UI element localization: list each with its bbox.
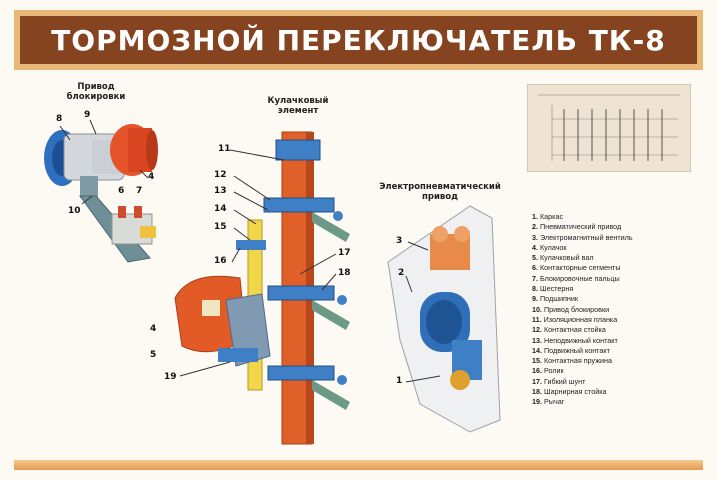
legend-item: 9. Подшипник [532,294,579,304]
callout-number: 15 [214,222,227,232]
callout-number: 4 [148,172,155,182]
cam-element-illustration [174,131,350,445]
legend-item: 4. Кулачок [532,242,567,252]
callout-number: 14 [214,204,227,214]
label-electropneumatic-drive: Электропневматический привод [370,182,510,202]
callout-number: 9 [84,110,91,120]
title-banner: ТОРМОЗНОЙ ПЕРЕКЛЮЧАТЕЛЬ ТК-8 [20,16,697,64]
legend-item: 15. Контактная пружина [532,356,613,366]
callout-number: 7 [136,186,143,196]
legend-item: 10. Привод блокировки [532,304,610,314]
legend-item: 16. Ролик [532,366,564,376]
legend-item: 1. Каркас [532,212,564,221]
callout-number: 4 [150,324,157,334]
callout-number: 19 [164,372,177,382]
label-cam-element-line2: элемент [277,106,319,116]
callout-number: 17 [338,248,351,258]
legend-item: 13. Неподвижный контакт [532,335,618,345]
legend-item: 18. Шарнирная стойка [532,387,607,397]
legend-item: 11. Изоляционная планка [532,314,618,324]
electropneumatic-drive-illustration [387,205,501,433]
callout-number: 8 [56,114,63,124]
legend-item: 5. Кулачковый вал [532,253,594,263]
callout-number: 6 [118,186,125,196]
label-interlock-drive: Привод блокировки [56,82,136,102]
callout-number: 13 [214,186,227,196]
legend-item: 2. Пневматический привод [532,222,622,232]
callout-number: 1 [396,376,403,386]
title-frame: ТОРМОЗНОЙ ПЕРЕКЛЮЧАТЕЛЬ ТК-8 [14,10,703,70]
label-electropneumatic-drive-line2: привод [422,192,458,202]
legend-item: 19. Рычаг [532,397,565,407]
legend-item: 17. Гибкий шунт [532,376,586,386]
callout-number: 10 [68,206,81,216]
label-electropneumatic-drive-line1: Электропневматический [379,182,501,192]
interlock-drive-illustration [44,119,158,263]
legend-item: 12. Контактная стойка [532,325,606,335]
legend-item: 6. Контакторные сегменты [532,263,621,273]
bottom-frame-bar [14,460,703,470]
label-interlock-drive-line2: блокировки [66,92,126,102]
callout-number: 11 [218,144,231,154]
switching-diagram-inset [527,84,691,172]
label-cam-element: Кулачковый элемент [258,96,338,116]
callout-number: 3 [396,236,403,246]
poster-title: ТОРМОЗНОЙ ПЕРЕКЛЮЧАТЕЛЬ ТК-8 [51,23,666,57]
legend-item: 8. Шестерня [532,284,574,294]
label-interlock-drive-line1: Привод [77,82,115,92]
legend-item: 14. Подвижный контакт [532,345,610,355]
callout-number: 2 [398,268,405,278]
legend-item: 7. Блокировочные пальцы [532,273,620,283]
callout-number: 5 [150,350,157,360]
legend-item: 3. Электромагнитный вентиль [532,232,633,242]
callout-number: 12 [214,170,227,180]
label-cam-element-line1: Кулачковый [267,96,329,106]
callout-number: 18 [338,268,351,278]
switching-diagram [538,94,680,161]
parts-legend: 1. Каркас 2. Пневматический привод 3. Эл… [532,212,712,408]
callout-number: 16 [214,256,227,266]
